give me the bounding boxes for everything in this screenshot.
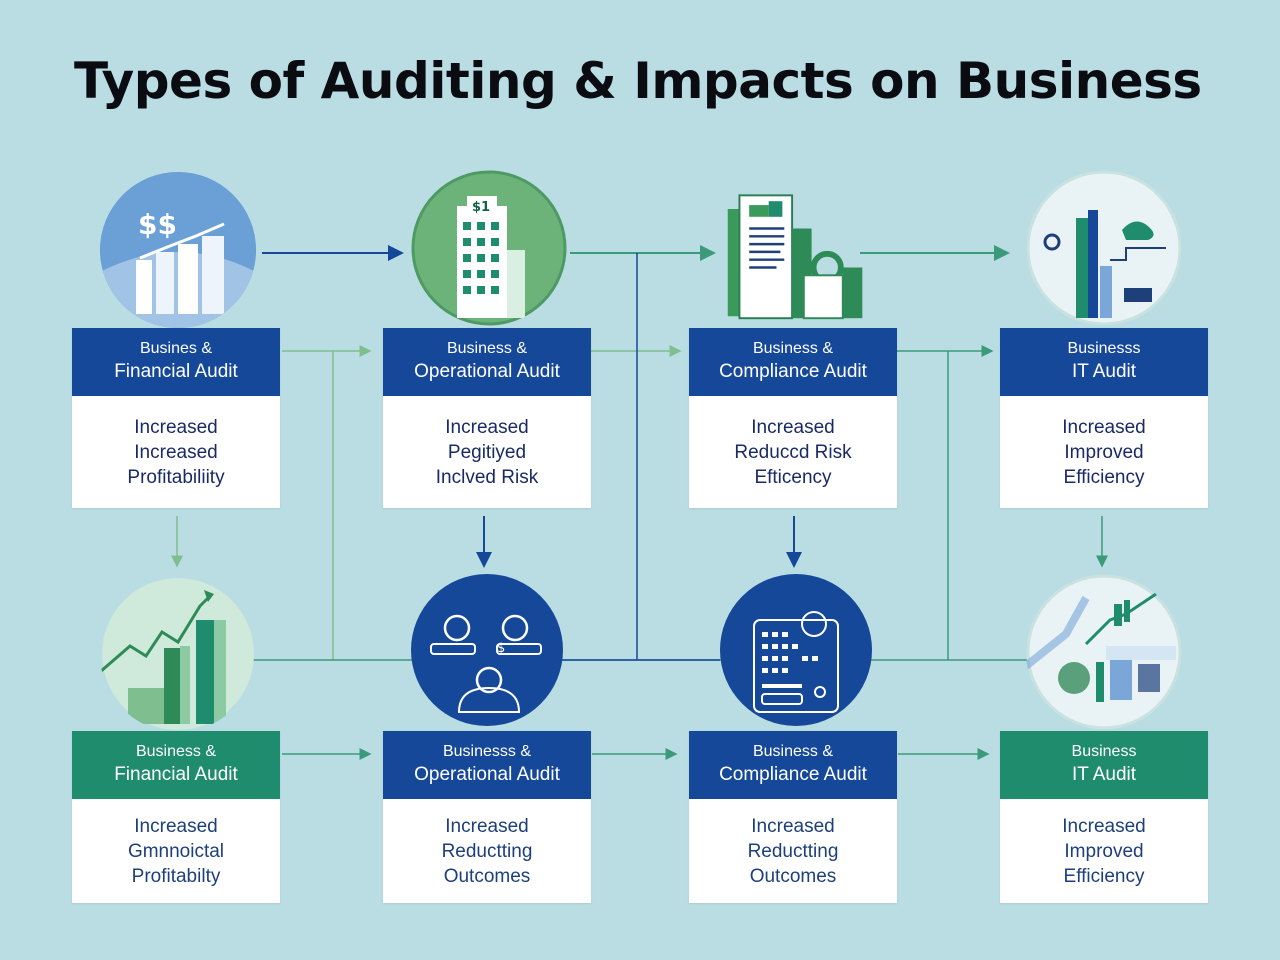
it-infrastructure-icon [1026, 170, 1182, 326]
card-body: Increased Reduccd Risk Efticency [689, 396, 897, 508]
svg-text:$$: $$ [138, 208, 177, 241]
card-it-audit-bottom: Business IT Audit Increased Improved Eff… [1000, 731, 1208, 903]
card-header-line-2: Compliance Audit [719, 764, 867, 785]
card-header-line-1: Busines & [139, 340, 213, 357]
card-header: Business & Operational Audit [383, 328, 591, 396]
impact-line: Increased [751, 815, 835, 837]
impact-line: Increased [1062, 815, 1146, 837]
growth-chart-icon [100, 576, 256, 732]
impact-line: Improved [1064, 441, 1144, 463]
card-header-line-1: Businesss & [442, 743, 532, 760]
card-header-line-1: Business & [135, 743, 217, 760]
impact-line: Increased [134, 441, 218, 463]
svg-text:$: $ [497, 641, 505, 656]
card-it-audit: Businesss IT Audit Increased Improved Ef… [1000, 328, 1208, 508]
building-icon: $1 [411, 170, 567, 326]
impact-line: Reductting [441, 840, 533, 862]
dollar-bar-chart-icon: $$ [100, 172, 256, 328]
card-header-line-1: Business & [752, 743, 834, 760]
impact-line: Pegitiyed [447, 441, 527, 463]
card-operational-audit-bottom: Businesss & Operational Audit Increased … [383, 731, 591, 903]
card-financial-audit: Busines & Financial Audit Increased Incr… [72, 328, 280, 508]
card-body: Increased Gmnnoictal Profitabilty [72, 799, 280, 903]
impact-line: Outcomes [443, 865, 531, 887]
card-header-line-2: Compliance Audit [719, 361, 867, 382]
card-operational-audit: Business & Operational Audit Increased P… [383, 328, 591, 508]
impact-line: Reductting [747, 840, 839, 862]
card-header-line-1: Business & [446, 340, 528, 357]
card-header: Businesss IT Audit [1000, 328, 1208, 396]
card-header-line-1: Businesss [1067, 340, 1141, 357]
card-header-line-2: Financial Audit [114, 764, 238, 785]
impact-line: Increased [1062, 416, 1146, 438]
analytics-icon [1026, 574, 1182, 730]
impact-line: Improved [1064, 840, 1144, 862]
card-compliance-audit-bottom: Business & Compliance Audit Increased Re… [689, 731, 897, 903]
impact-line: Efficiency [1063, 865, 1145, 887]
impact-line: Increased [134, 815, 218, 837]
card-header: Business IT Audit [1000, 731, 1208, 799]
impact-line: Gmnnoictal [127, 840, 225, 862]
card-compliance-audit: Business & Compliance Audit Increased Re… [689, 328, 897, 508]
card-body: Increased Pegitiyed Inclved Risk [383, 396, 591, 508]
card-header-line-1: Business & [752, 340, 834, 357]
document-icon [718, 168, 874, 328]
impact-line: Increased [445, 815, 529, 837]
card-header-line-2: Financial Audit [114, 361, 238, 382]
card-header: Busines & Financial Audit [72, 328, 280, 396]
impact-line: Efficiency [1063, 466, 1145, 488]
impact-line: Increased [445, 416, 529, 438]
card-header: Businesss & Operational Audit [383, 731, 591, 799]
card-header: Business & Compliance Audit [689, 731, 897, 799]
card-header-line-2: IT Audit [1071, 361, 1137, 382]
impact-line: Efticency [754, 466, 832, 488]
card-body: Increased Reductting Outcomes [689, 799, 897, 903]
impact-line: Increased [134, 416, 218, 438]
impact-line: Profitabilty [131, 865, 221, 887]
card-body: Increased Improved Efficiency [1000, 396, 1208, 508]
card-body: Increased Increased Profitabiliity [72, 396, 280, 508]
calculator-icon [718, 572, 874, 728]
card-header-line-2: IT Audit [1071, 764, 1137, 785]
impact-line: Outcomes [749, 865, 837, 887]
page-title: Types of Auditing & Impacts on Business [74, 52, 1202, 110]
card-header: Business & Compliance Audit [689, 328, 897, 396]
card-financial-audit-bottom: Business & Financial Audit Increased Gmn… [72, 731, 280, 903]
people-meeting-icon: $ [409, 572, 565, 728]
card-header: Business & Financial Audit [72, 731, 280, 799]
card-header-line-2: Operational Audit [414, 764, 560, 785]
svg-text:$1: $1 [472, 200, 490, 215]
card-body: Increased Reductting Outcomes [383, 799, 591, 903]
card-header-line-1: Business [1071, 743, 1137, 760]
impact-line: Reduccd Risk [734, 441, 852, 463]
impact-line: Profitabiliity [127, 466, 225, 488]
impact-line: Increased [751, 416, 835, 438]
impact-line: Inclved Risk [435, 466, 539, 488]
card-body: Increased Improved Efficiency [1000, 799, 1208, 903]
card-header-line-2: Operational Audit [414, 361, 560, 382]
